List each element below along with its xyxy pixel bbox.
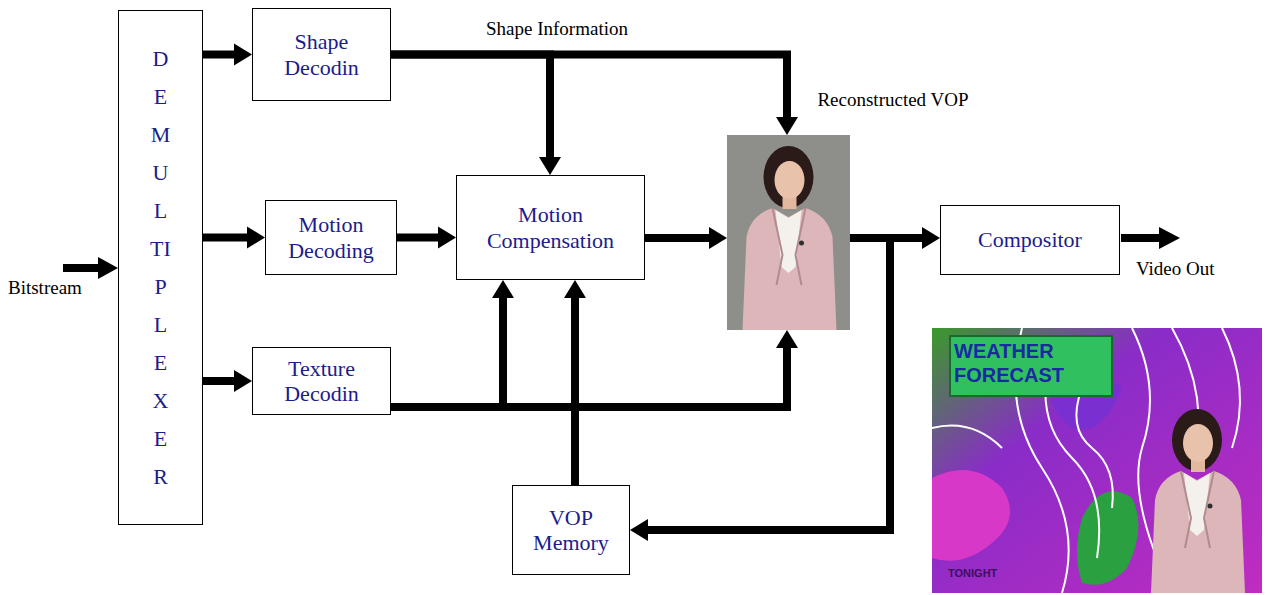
image-heading: Reconstructed VOP — [813, 89, 973, 111]
connector-line — [391, 348, 787, 407]
anchor-picture — [727, 135, 850, 330]
input-arrow — [63, 257, 118, 279]
box-label: Compositor — [978, 227, 1082, 252]
box-label: Motion Compensation — [467, 202, 634, 253]
connector-arrow — [391, 280, 514, 407]
process-box: Motion Compensation — [456, 175, 645, 280]
box-label: VOP Memory — [523, 505, 619, 556]
connector-arrow — [203, 227, 265, 249]
arrowhead — [630, 519, 648, 541]
arrowhead — [438, 227, 456, 249]
screen-caption: WEATHER FORECAST — [954, 339, 1104, 387]
connector-line — [203, 377, 234, 385]
connector-line — [203, 234, 247, 242]
connector-arrow — [203, 370, 252, 392]
box-label: DEMULTIPLEXER — [150, 40, 172, 496]
box-label: Shape Decodin — [263, 29, 380, 80]
connector-arrow — [564, 280, 586, 485]
arrowhead — [776, 117, 798, 135]
output-label: Video Out — [1136, 258, 1215, 280]
arrowhead — [492, 280, 514, 298]
box-label: Texture Decodin — [263, 356, 380, 407]
connector-line — [391, 298, 503, 407]
arrowhead — [539, 157, 561, 175]
demultiplexer-box: DEMULTIPLEXER — [118, 10, 203, 525]
output-arrow — [1121, 227, 1180, 249]
arrowhead — [776, 330, 798, 348]
connector-line — [391, 55, 787, 118]
process-box: Motion Decoding — [265, 200, 397, 275]
reconstructed-vop-image: Reconstructed VOP — [727, 135, 850, 330]
connector-line — [397, 234, 438, 242]
connector-arrow — [391, 330, 798, 407]
arrowhead — [564, 280, 586, 298]
signal-label: Shape Information — [486, 18, 628, 40]
memory-box: VOP Memory — [512, 485, 630, 575]
connector-arrow — [203, 44, 252, 66]
arrowhead — [247, 227, 265, 249]
connector-line — [645, 234, 709, 242]
arrowhead — [234, 370, 252, 392]
arrowhead — [709, 227, 727, 249]
composited-frame — [932, 328, 1262, 593]
connector-arrow — [391, 55, 798, 136]
connector-line — [571, 298, 579, 485]
connector-line — [203, 51, 234, 59]
arrowhead — [922, 227, 940, 249]
screen-caption: TONIGHT — [948, 567, 997, 580]
arrowhead — [234, 44, 252, 66]
process-box: Texture Decodin — [252, 347, 391, 415]
connector-arrow — [391, 55, 561, 176]
box-label: Motion Decoding — [276, 212, 386, 263]
input-label: Bitstream — [8, 277, 82, 299]
connector-arrow — [397, 227, 456, 249]
connector-line — [391, 55, 550, 158]
connector-arrow — [645, 227, 727, 249]
process-box: Shape Decodin — [252, 8, 391, 101]
process-box: Compositor — [940, 205, 1120, 275]
